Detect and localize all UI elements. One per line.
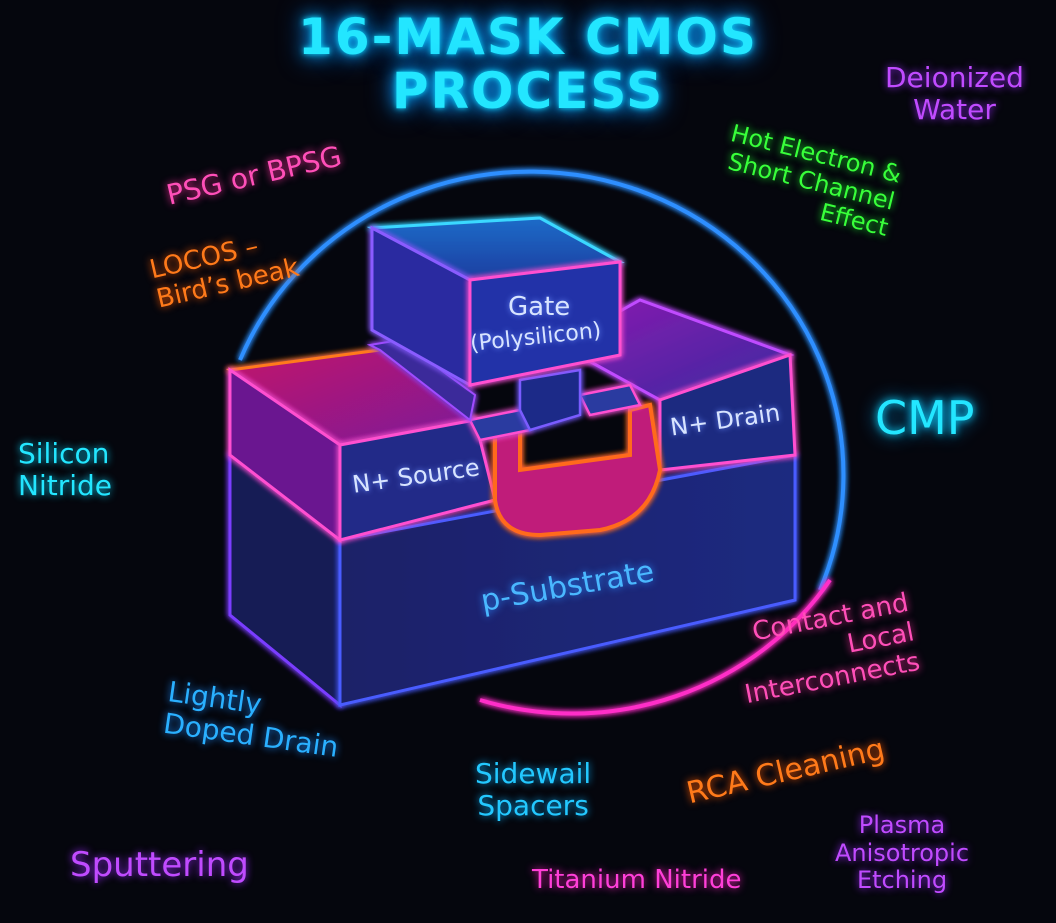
- gate-front-face: [468, 260, 622, 387]
- label-sputtering: Sputtering: [70, 845, 249, 885]
- label-sidewall-spacers: Sidewail Spacers: [475, 757, 592, 823]
- title-line-2: PROCESS: [391, 62, 665, 120]
- label-cmp: CMP: [875, 391, 975, 445]
- drain-front-face: [658, 352, 797, 472]
- label-deionized-water: Deionized Water: [885, 61, 1024, 127]
- neon-circle-arc-magenta: [479, 578, 832, 716]
- gate-stem: [518, 368, 582, 432]
- neon-circle-arc-blue: [238, 169, 846, 591]
- label-silicon-nitride: Silicon Nitride: [18, 437, 112, 503]
- title-line-1: 16-MASK CMOS: [298, 8, 758, 66]
- label-plasma-etching: Plasma Anisotropic Etching: [835, 811, 970, 895]
- label-titanium-nitride: Titanium Nitride: [532, 865, 742, 895]
- gate-label-line-1: Gate: [508, 292, 571, 322]
- right-spacer: [578, 383, 642, 417]
- channel-region: [493, 402, 663, 538]
